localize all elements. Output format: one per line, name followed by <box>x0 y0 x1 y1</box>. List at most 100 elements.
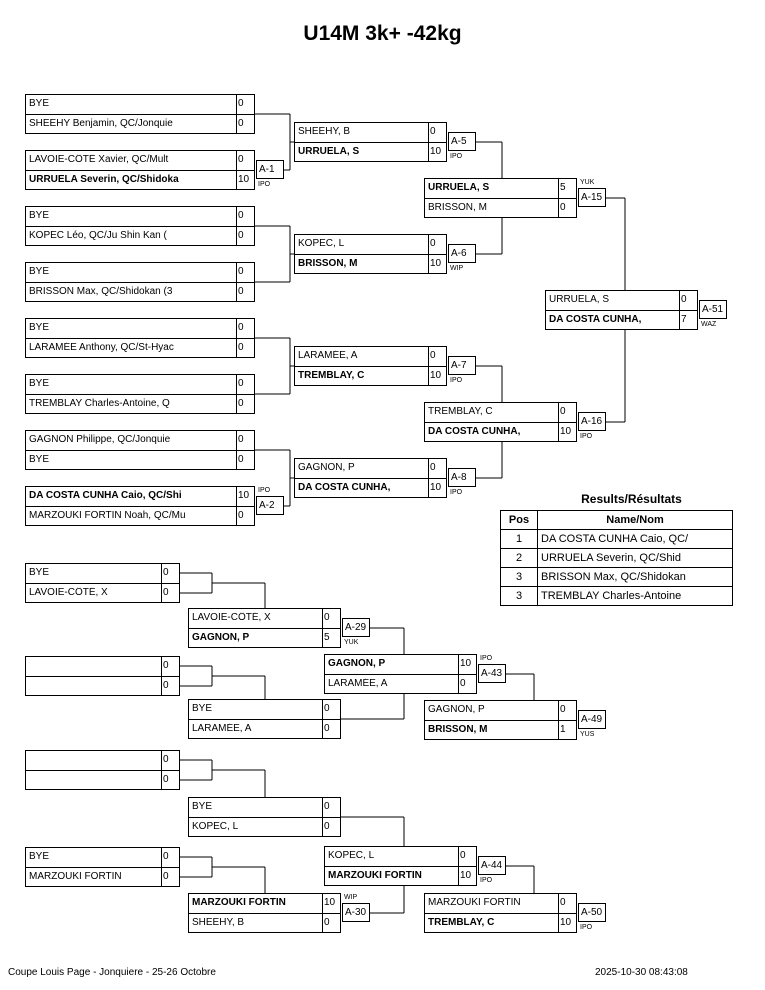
match-number-tag: A-1 <box>256 160 284 179</box>
competitor-name: DA COSTA CUNHA, <box>549 314 642 325</box>
competitor-name: LAVOIE-CÔTÉ, X <box>192 612 271 623</box>
score-code: IPO <box>258 487 271 494</box>
competitor-score: 0 <box>458 675 477 694</box>
competitor-name: MARZOUKI FORTIN <box>428 897 521 908</box>
match-number-tag: A-2 <box>256 496 284 515</box>
score-code: IPO <box>480 655 493 662</box>
competitor-score: 0 <box>428 459 447 478</box>
score-code: IPO <box>258 181 271 188</box>
match-number-tag: A-51 <box>699 300 727 319</box>
competitor-name: SHEEHY, B <box>192 917 245 928</box>
results-name: DA COSTA CUNHA Caio, QC/ <box>537 529 733 549</box>
competitor-name: URRUELA, S <box>428 182 490 193</box>
competitor-name: GAGNON, P <box>298 462 355 473</box>
score-code: IPO <box>580 433 593 440</box>
competitor-name: BRISSON, M <box>298 258 358 269</box>
results-title: Results/Résultats <box>581 492 682 506</box>
competitor-score: 0 <box>322 720 341 739</box>
competitor-score: 10 <box>428 479 447 498</box>
competitor-name: LARAMÉE Anthony, QC/St-Hyac <box>29 342 174 353</box>
competitor-score: 0 <box>236 451 255 470</box>
results-header-row: Pos Name/Nom <box>500 510 733 530</box>
results-name: BRISSON Max, QC/Shidokan <box>537 567 733 587</box>
competitor-score: 10 <box>458 655 477 674</box>
match-number-tag: A-43 <box>478 664 506 683</box>
results-panel: Results/Résultats Pos Name/Nom 1 DA COST… <box>500 492 733 606</box>
match-number-tag: A-7 <box>448 356 476 375</box>
competitor-score: 1 <box>558 721 577 740</box>
score-code: IPO <box>580 924 593 931</box>
competitor-row-top: 0 <box>26 751 179 771</box>
competitor-score: 10 <box>458 867 477 886</box>
competitor-score: 0 <box>322 818 341 837</box>
results-pos: 3 <box>500 567 538 587</box>
competitor-row-top: LAVOIE-CÔTÉ, X 0 <box>189 609 340 629</box>
competitor-score: 0 <box>558 894 577 913</box>
results-pos: 2 <box>500 548 538 568</box>
competitor-name: URRUELA, S <box>549 294 610 305</box>
match-number-tag: A-44 <box>478 856 506 875</box>
score-code: IPO <box>480 877 493 884</box>
competitor-name: BRISSON, M <box>428 724 488 735</box>
competitor-row-bottom: BRISSON, M 1 <box>425 721 576 740</box>
competitor-name: BYE <box>29 210 50 221</box>
competitor-score: 0 <box>161 868 180 887</box>
competitor-score: 0 <box>322 609 341 628</box>
competitor-name: BYE <box>29 266 50 277</box>
results-row: 1 DA COSTA CUNHA Caio, QC/ <box>500 529 733 549</box>
competitor-score: 0 <box>236 507 255 526</box>
competitor-score: 0 <box>161 751 180 770</box>
competitor-score: 0 <box>558 403 577 422</box>
competitor-score: 0 <box>236 283 255 302</box>
competitor-name: GAGNON, P <box>192 632 250 643</box>
competitor-name: BYE <box>29 454 50 465</box>
competitor-score: 0 <box>458 847 477 866</box>
match-number-tag: A-16 <box>578 412 606 431</box>
match-number-tag: A-5 <box>448 132 476 151</box>
competitor-score: 0 <box>236 339 255 358</box>
competitor-name: LAVOIE-CÔTÉ, X <box>29 587 108 598</box>
competitor-row-bottom: DA COSTA CUNHA,10 <box>425 423 576 442</box>
results-name: TREMBLAY Charles-Antoine <box>537 586 733 606</box>
match-number-tag: A-50 <box>578 903 606 922</box>
competitor-name: LARAMÉE, A <box>298 350 358 361</box>
competitor-row-bottom: DA COSTA CUNHA,7 <box>546 311 697 330</box>
competitor-score: 0 <box>236 207 255 226</box>
competitor-name: MARZOUKI FORTIN <box>328 870 422 881</box>
competitor-row-bottom: 0 <box>26 677 179 696</box>
competitor-score: 10 <box>322 894 341 913</box>
results-row: 3 BRISSON Max, QC/Shidokan <box>500 567 733 587</box>
competitor-name: BRISSON, M <box>428 202 487 213</box>
score-code: YUS <box>580 731 595 738</box>
competitor-score: 10 <box>428 255 447 274</box>
competitor-score: 0 <box>236 375 255 394</box>
competitor-score: 10 <box>428 367 447 386</box>
competitor-name: URRUELA, S <box>298 146 360 157</box>
score-code: YUK <box>344 639 359 646</box>
competitor-row-bottom: DA COSTA CUNHA,10 <box>295 479 446 498</box>
